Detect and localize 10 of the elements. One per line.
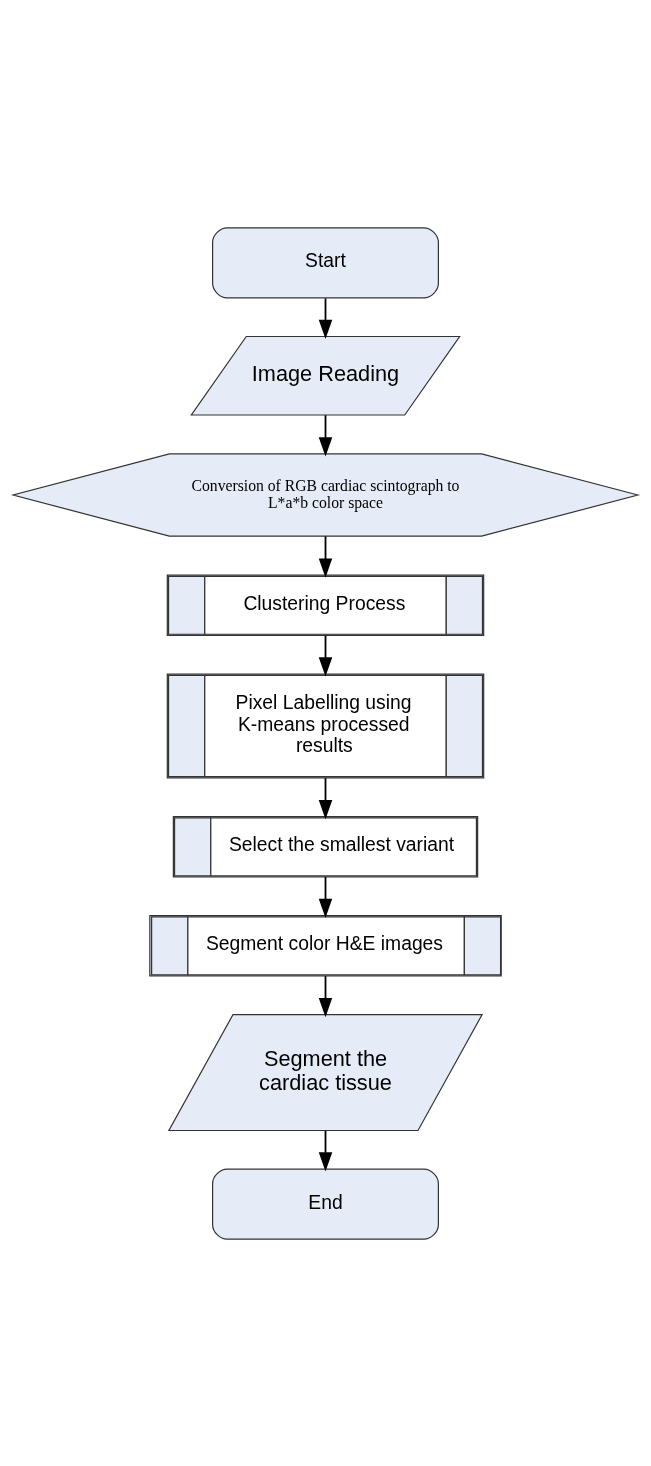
arrow — [318, 535, 333, 578]
node-box: End — [212, 1168, 439, 1240]
arrow — [318, 634, 333, 676]
arrow — [318, 297, 333, 339]
arrow — [318, 413, 333, 457]
arrow — [318, 776, 333, 819]
arrow — [318, 1129, 333, 1172]
node-box: Start — [212, 226, 439, 298]
arrow — [318, 974, 333, 1017]
arrow — [318, 875, 333, 918]
